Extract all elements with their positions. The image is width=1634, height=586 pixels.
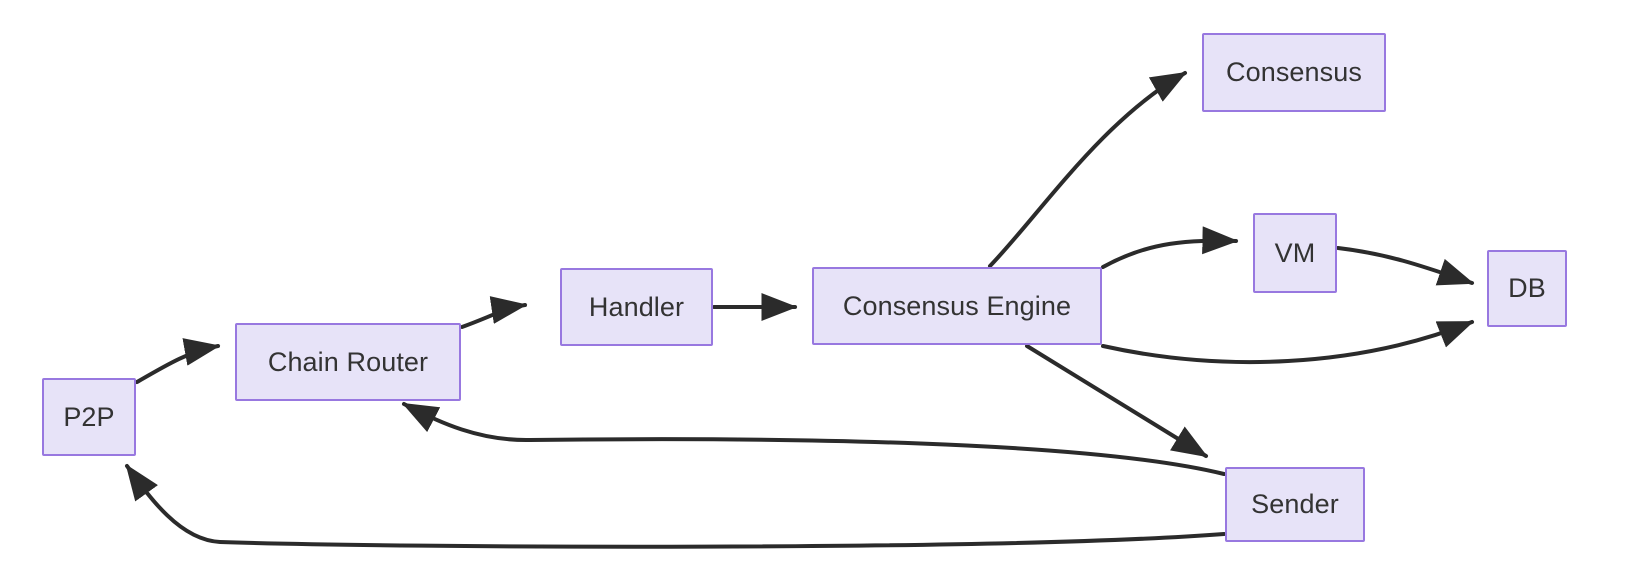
node-chain-router[interactable]: Chain Router: [235, 323, 461, 401]
edge-consensus-engine-to-consensus: [988, 71, 1188, 268]
edge-consensus-engine-to-sender: [1025, 344, 1209, 458]
node-consensus-engine[interactable]: Consensus Engine: [812, 267, 1102, 345]
edge-vm-to-db: [1336, 246, 1475, 286]
node-sender[interactable]: Sender: [1225, 467, 1365, 542]
edge-p2p-to-chain-router: [135, 338, 221, 384]
edge-sender-to-p2p: [125, 464, 1226, 549]
edge-consensus-engine-to-vm: [1101, 226, 1239, 269]
node-handler[interactable]: Handler: [560, 268, 713, 346]
node-consensus-label: Consensus: [1226, 57, 1362, 87]
node-chain-router-label: Chain Router: [267, 346, 429, 377]
node-p2p[interactable]: P2P: [42, 378, 136, 456]
node-handler-label: Handler: [588, 291, 685, 322]
node-sender-label: Sender: [1251, 489, 1339, 519]
node-consensus-engine-label: Consensus Engine: [842, 290, 1072, 321]
node-db-label: DB: [1508, 273, 1546, 303]
node-vm-label: VM: [1274, 237, 1316, 268]
node-consensus[interactable]: Consensus: [1202, 33, 1386, 112]
edge-chain-router-to-handler: [460, 296, 528, 329]
edge-sender-to-chain-router: [401, 402, 1226, 476]
node-p2p-label: P2P: [63, 401, 115, 432]
node-vm[interactable]: VM: [1253, 213, 1337, 293]
node-db[interactable]: DB: [1487, 250, 1567, 327]
edge-consensus-engine-to-db: [1101, 320, 1475, 365]
